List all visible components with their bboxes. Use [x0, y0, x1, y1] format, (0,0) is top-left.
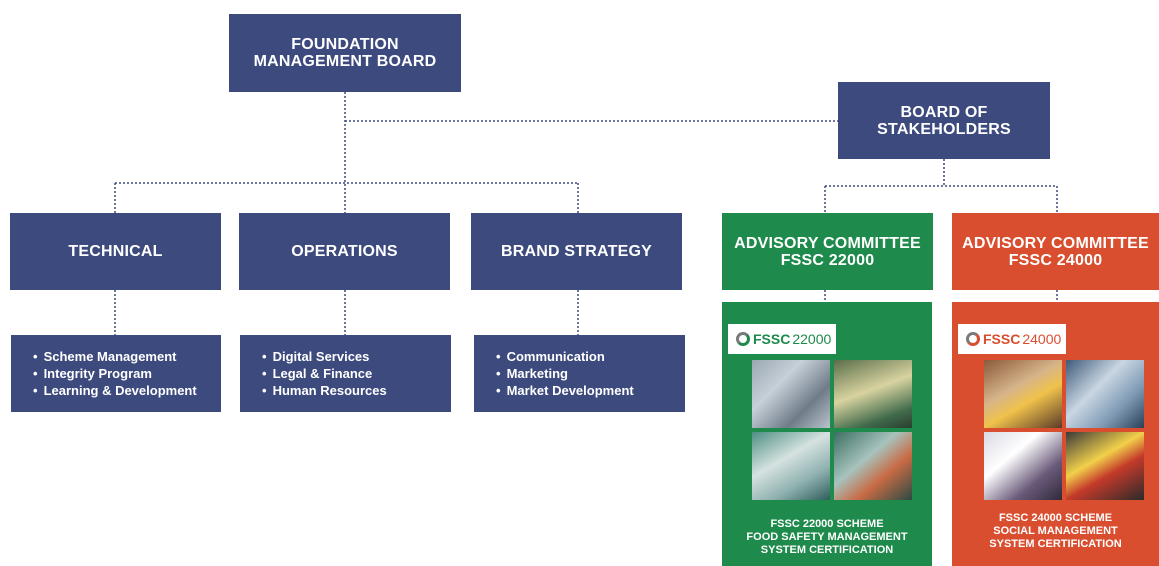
photo-factory-rollers — [752, 360, 830, 428]
logo-number: 22000 — [792, 331, 832, 347]
fssc-24000-caption: FSSC 24000 SCHEME SOCIAL MANAGEMENT SYST… — [952, 512, 1159, 551]
technical-list: Scheme Management Integrity Program Lear… — [11, 335, 221, 412]
brand-strategy-label: BRAND STRATEGY — [501, 242, 652, 260]
advisory-22000-line2: FSSC 22000 — [780, 251, 875, 269]
caption-line: FOOD SAFETY MANAGEMENT — [746, 531, 908, 543]
list-item: Legal & Finance — [262, 365, 451, 382]
list-item: Communication — [496, 348, 685, 365]
fssc-24000-panel: FSSC 24000 FSSC 24000 SCHEME SOCIAL MANA… — [952, 302, 1159, 566]
list-item: Scheme Management — [33, 348, 221, 365]
logo-brand: FSSC — [983, 331, 1021, 347]
operations-list: Digital Services Legal & Finance Human R… — [240, 335, 451, 412]
operations-label: OPERATIONS — [291, 242, 398, 260]
advisory-24000-line2: FSSC 24000 — [1008, 251, 1103, 269]
foundation-board-line1: FOUNDATION — [291, 36, 399, 53]
photo-warehouse — [984, 360, 1062, 428]
operations-box: OPERATIONS — [239, 213, 450, 290]
list-item: Digital Services — [262, 348, 451, 365]
photo-production-line — [834, 432, 912, 500]
photo-hairnet-workers — [984, 432, 1062, 500]
advisory-24000-line1: ADVISORY COMMITTEE — [962, 234, 1149, 252]
photo-lab-worker — [752, 432, 830, 500]
brand-strategy-list: Communication Marketing Market Developme… — [474, 335, 685, 412]
logo-number: 24000 — [1022, 331, 1062, 347]
technical-label: TECHNICAL — [68, 242, 163, 260]
logo-brand: FSSC — [753, 331, 791, 347]
advisory-committee-22000: ADVISORY COMMITTEE FSSC 22000 — [722, 213, 933, 290]
caption-line: FSSC 22000 SCHEME — [770, 518, 884, 530]
list-item: Integrity Program — [33, 365, 221, 382]
foundation-management-board: FOUNDATION MANAGEMENT BOARD — [229, 14, 461, 92]
photo-hardhat-worker — [1066, 432, 1144, 500]
list-item: Marketing — [496, 365, 685, 382]
stakeholders-line1: BOARD OF — [900, 103, 988, 121]
list-item: Market Development — [496, 382, 685, 399]
foundation-board-line2: MANAGEMENT BOARD — [253, 53, 437, 70]
photo-food-worker — [834, 360, 912, 428]
technical-box: TECHNICAL — [10, 213, 221, 290]
advisory-committee-24000: ADVISORY COMMITTEE FSSC 24000 — [952, 213, 1159, 290]
list-item: Learning & Development — [33, 382, 221, 399]
stakeholders-line2: STAKEHOLDERS — [877, 120, 1011, 138]
fssc-24000-logo: FSSC 24000 — [958, 324, 1066, 354]
fssc-ring-icon — [966, 332, 980, 346]
advisory-22000-line1: ADVISORY COMMITTEE — [734, 234, 921, 252]
fssc-22000-caption: FSSC 22000 SCHEME FOOD SAFETY MANAGEMENT… — [722, 518, 932, 557]
caption-line: FSSC 24000 SCHEME — [998, 512, 1113, 524]
board-of-stakeholders: BOARD OF STAKEHOLDERS — [838, 82, 1050, 159]
brand-strategy-box: BRAND STRATEGY — [471, 213, 682, 290]
fssc-ring-icon — [736, 332, 750, 346]
caption-line: SYSTEM CERTIFICATION — [760, 544, 894, 556]
photo-retail-aisle — [1066, 360, 1144, 428]
fssc-22000-logo: FSSC 22000 — [728, 324, 836, 354]
list-item: Human Resources — [262, 382, 451, 399]
fssc-22000-panel: FSSC 22000 FSSC 22000 SCHEME FOOD SAFETY… — [722, 302, 932, 566]
caption-line: SYSTEM CERTIFICATION — [989, 538, 1122, 550]
caption-line: SOCIAL MANAGEMENT — [993, 525, 1118, 537]
